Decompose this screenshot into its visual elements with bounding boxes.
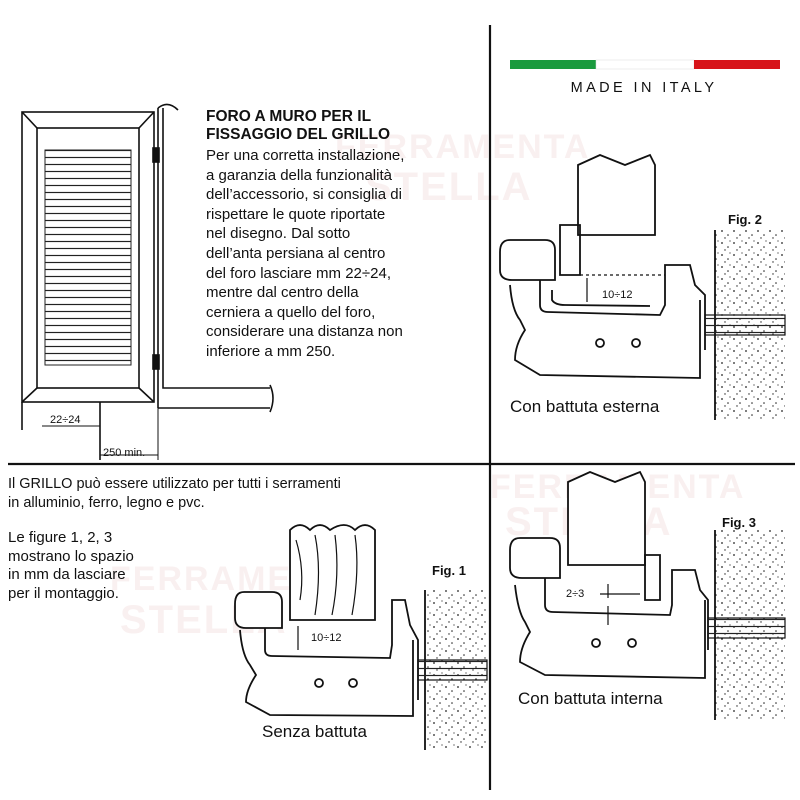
dim-min-distance: 250 min.: [103, 447, 146, 459]
paragraph-line: inferiore a mm 250.: [206, 342, 336, 360]
fig1-dimension: 10÷12: [311, 632, 342, 644]
paragraph-line: a garanzia della funzionalità: [206, 166, 392, 184]
fig2-diagram: [499, 153, 786, 420]
figures-note-line: in mm da lasciare: [8, 566, 126, 583]
heading-line-2: FISSAGGIO DEL GRILLO: [206, 126, 391, 143]
watermark-top-line2: STELLA: [365, 165, 533, 209]
figures-note-line: per il montaggio.: [8, 584, 119, 602]
italian-flag-bar: [510, 59, 780, 70]
fig3-diagram: [509, 470, 786, 720]
paragraph-line: del foro lasciare mm 22÷24,: [206, 264, 391, 282]
made-in-italy-label: MADE IN ITALY: [570, 80, 718, 96]
hole-section-paragraph: Per una corretta installazione, a garanz…: [206, 146, 462, 362]
fig3-caption: Con battuta interna: [518, 689, 663, 708]
figures-note: Le figure 1, 2, 3 mostrano lo spazio in …: [8, 529, 213, 603]
fig2-caption: Con battuta esterna: [510, 397, 660, 416]
paragraph-line: Per una corretta installazione,: [206, 147, 405, 164]
fig3-dimension: 2÷3: [566, 588, 585, 600]
paragraph-line: rispettare le quote riportate: [206, 205, 386, 223]
panel-dividers: [8, 25, 795, 790]
heading-line-1: FORO A MURO PER IL: [206, 108, 372, 125]
fig1-diagram: [234, 524, 488, 750]
dim-hole-height: 22÷24: [50, 414, 81, 426]
paragraph-line: nel disegno. Dal sotto: [206, 225, 351, 243]
fig3-label: Fig. 3: [722, 515, 756, 530]
intro-line-2: in alluminio, ferro, legno e pvc.: [8, 494, 205, 511]
fig2-label: Fig. 2: [728, 212, 762, 227]
intro-text: Il GRILLO può essere utilizzato per tutt…: [8, 475, 488, 512]
figures-note-line: Le figure 1, 2, 3: [8, 529, 113, 546]
fig1-label: Fig. 1: [432, 563, 466, 578]
fig2-dimension: 10÷12: [602, 289, 633, 301]
paragraph-line: considerare una distanza non: [206, 323, 403, 341]
intro-line-1: Il GRILLO può essere utilizzato per tutt…: [8, 476, 341, 492]
paragraph-line: dell’accessorio, si consiglia di: [206, 186, 402, 204]
paragraph-line: dell’anta persiana al centro: [206, 244, 386, 262]
paragraph-line: cerniera a quello del foro,: [206, 303, 376, 321]
paragraph-line: mentre dal centro della: [206, 284, 359, 302]
hole-section-heading: FORO A MURO PER IL FISSAGGIO DEL GRILLO: [206, 108, 466, 144]
fig1-caption: Senza battuta: [262, 722, 367, 741]
watermark-top-line1: FERRAMENTA: [335, 128, 591, 166]
figures-note-line: mostrano lo spazio: [8, 547, 134, 565]
shutter-diagram: [21, 103, 274, 460]
